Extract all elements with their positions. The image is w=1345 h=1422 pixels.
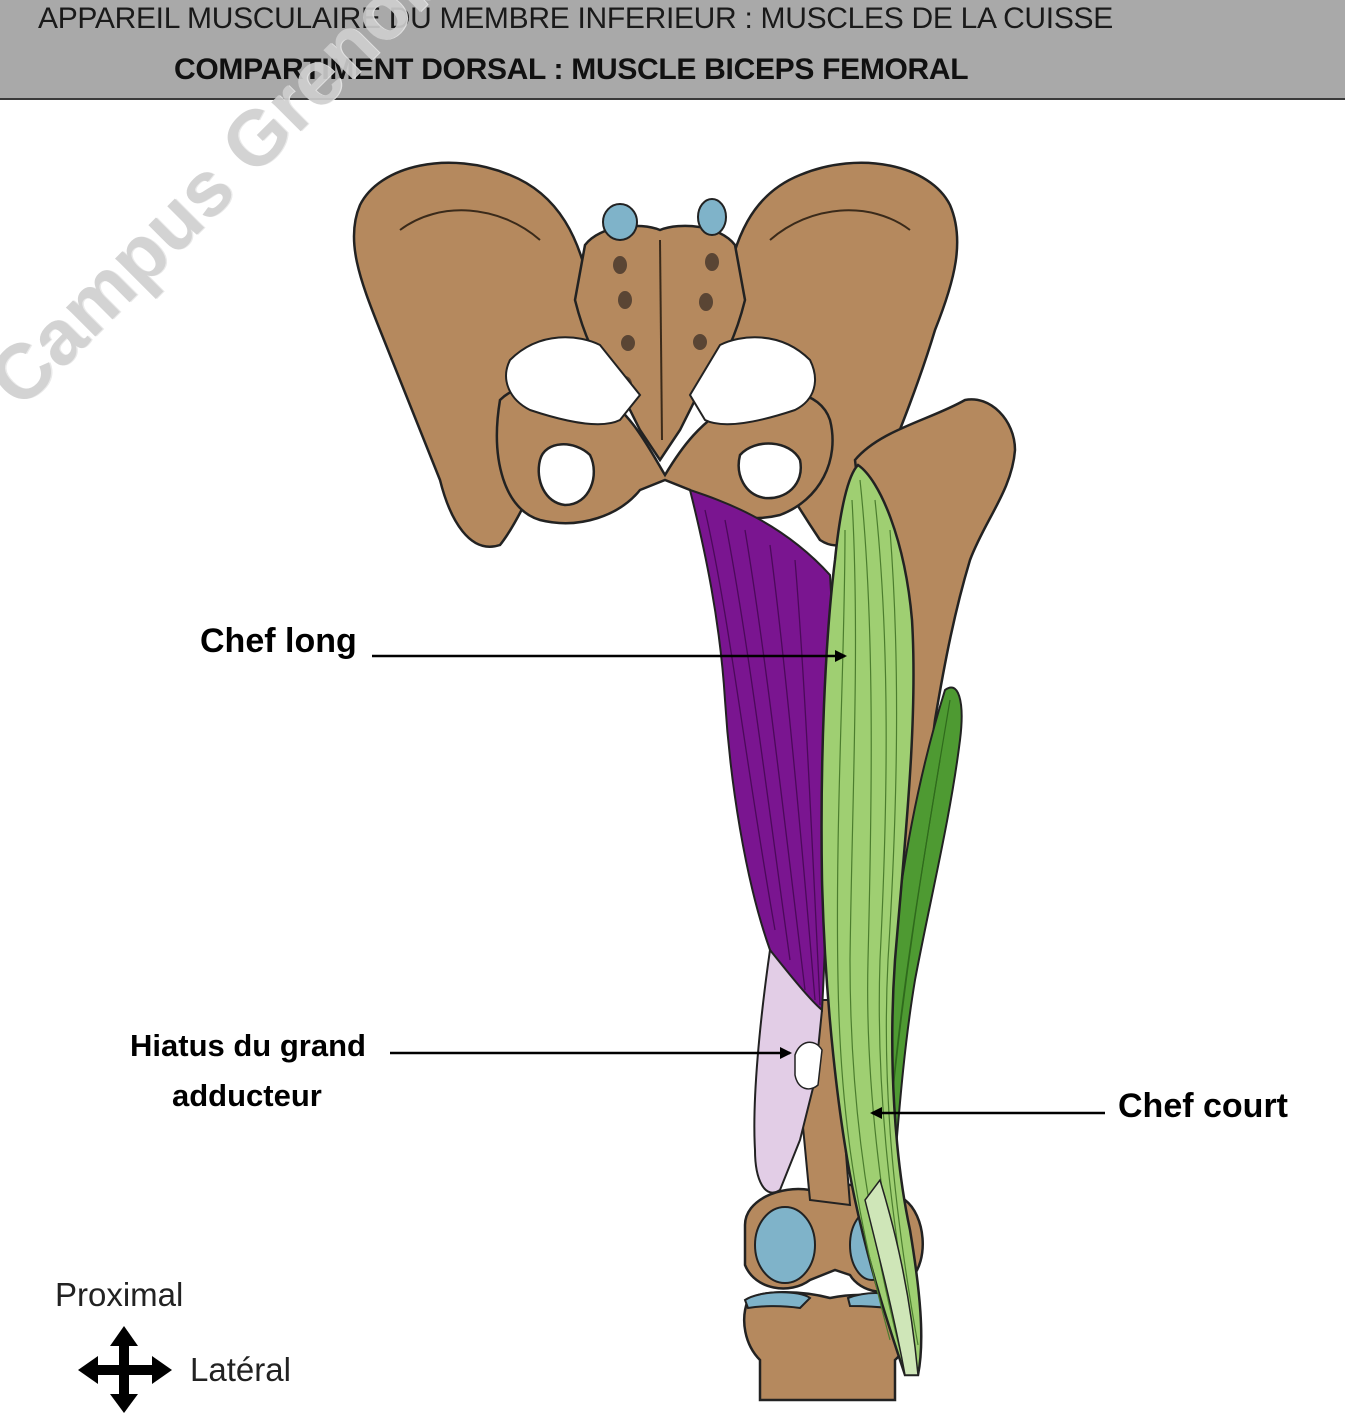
label-chef-long: Chef long bbox=[200, 622, 357, 660]
adductor-hiatus-area bbox=[753, 947, 824, 1194]
label-hiatus-line2: adducteur bbox=[172, 1078, 322, 1113]
biceps-tendon bbox=[864, 1178, 919, 1376]
orientation-cross-icon bbox=[78, 1326, 172, 1413]
orientation-proximal: Proximal bbox=[55, 1276, 184, 1313]
pelvis-details bbox=[399, 209, 911, 441]
adductor-hiatus bbox=[794, 1041, 823, 1090]
orientation-lateral: Latéral bbox=[190, 1351, 291, 1388]
page-title: APPAREIL MUSCULAIRE DU MEMBRE INFERIEUR … bbox=[38, 2, 1113, 35]
pelvic-inlet-right bbox=[688, 336, 816, 426]
label-hiatus-line1: Hiatus du grand bbox=[130, 1028, 366, 1063]
obturator-foramina bbox=[537, 442, 803, 507]
adductor-magnus bbox=[688, 488, 837, 1013]
short-head-fibers bbox=[887, 699, 951, 1141]
psis-cartilage bbox=[602, 198, 727, 241]
page-subtitle: COMPARTIMENT DORSAL : MUSCLE BICEPS FEMO… bbox=[174, 53, 969, 86]
header-bar: APPAREIL MUSCULAIRE DU MEMBRE INFERIEUR … bbox=[0, 0, 1345, 100]
adductor-fibers bbox=[704, 509, 821, 1006]
label-chef-court: Chef court bbox=[1118, 1087, 1288, 1125]
pelvic-inlet bbox=[505, 336, 642, 426]
